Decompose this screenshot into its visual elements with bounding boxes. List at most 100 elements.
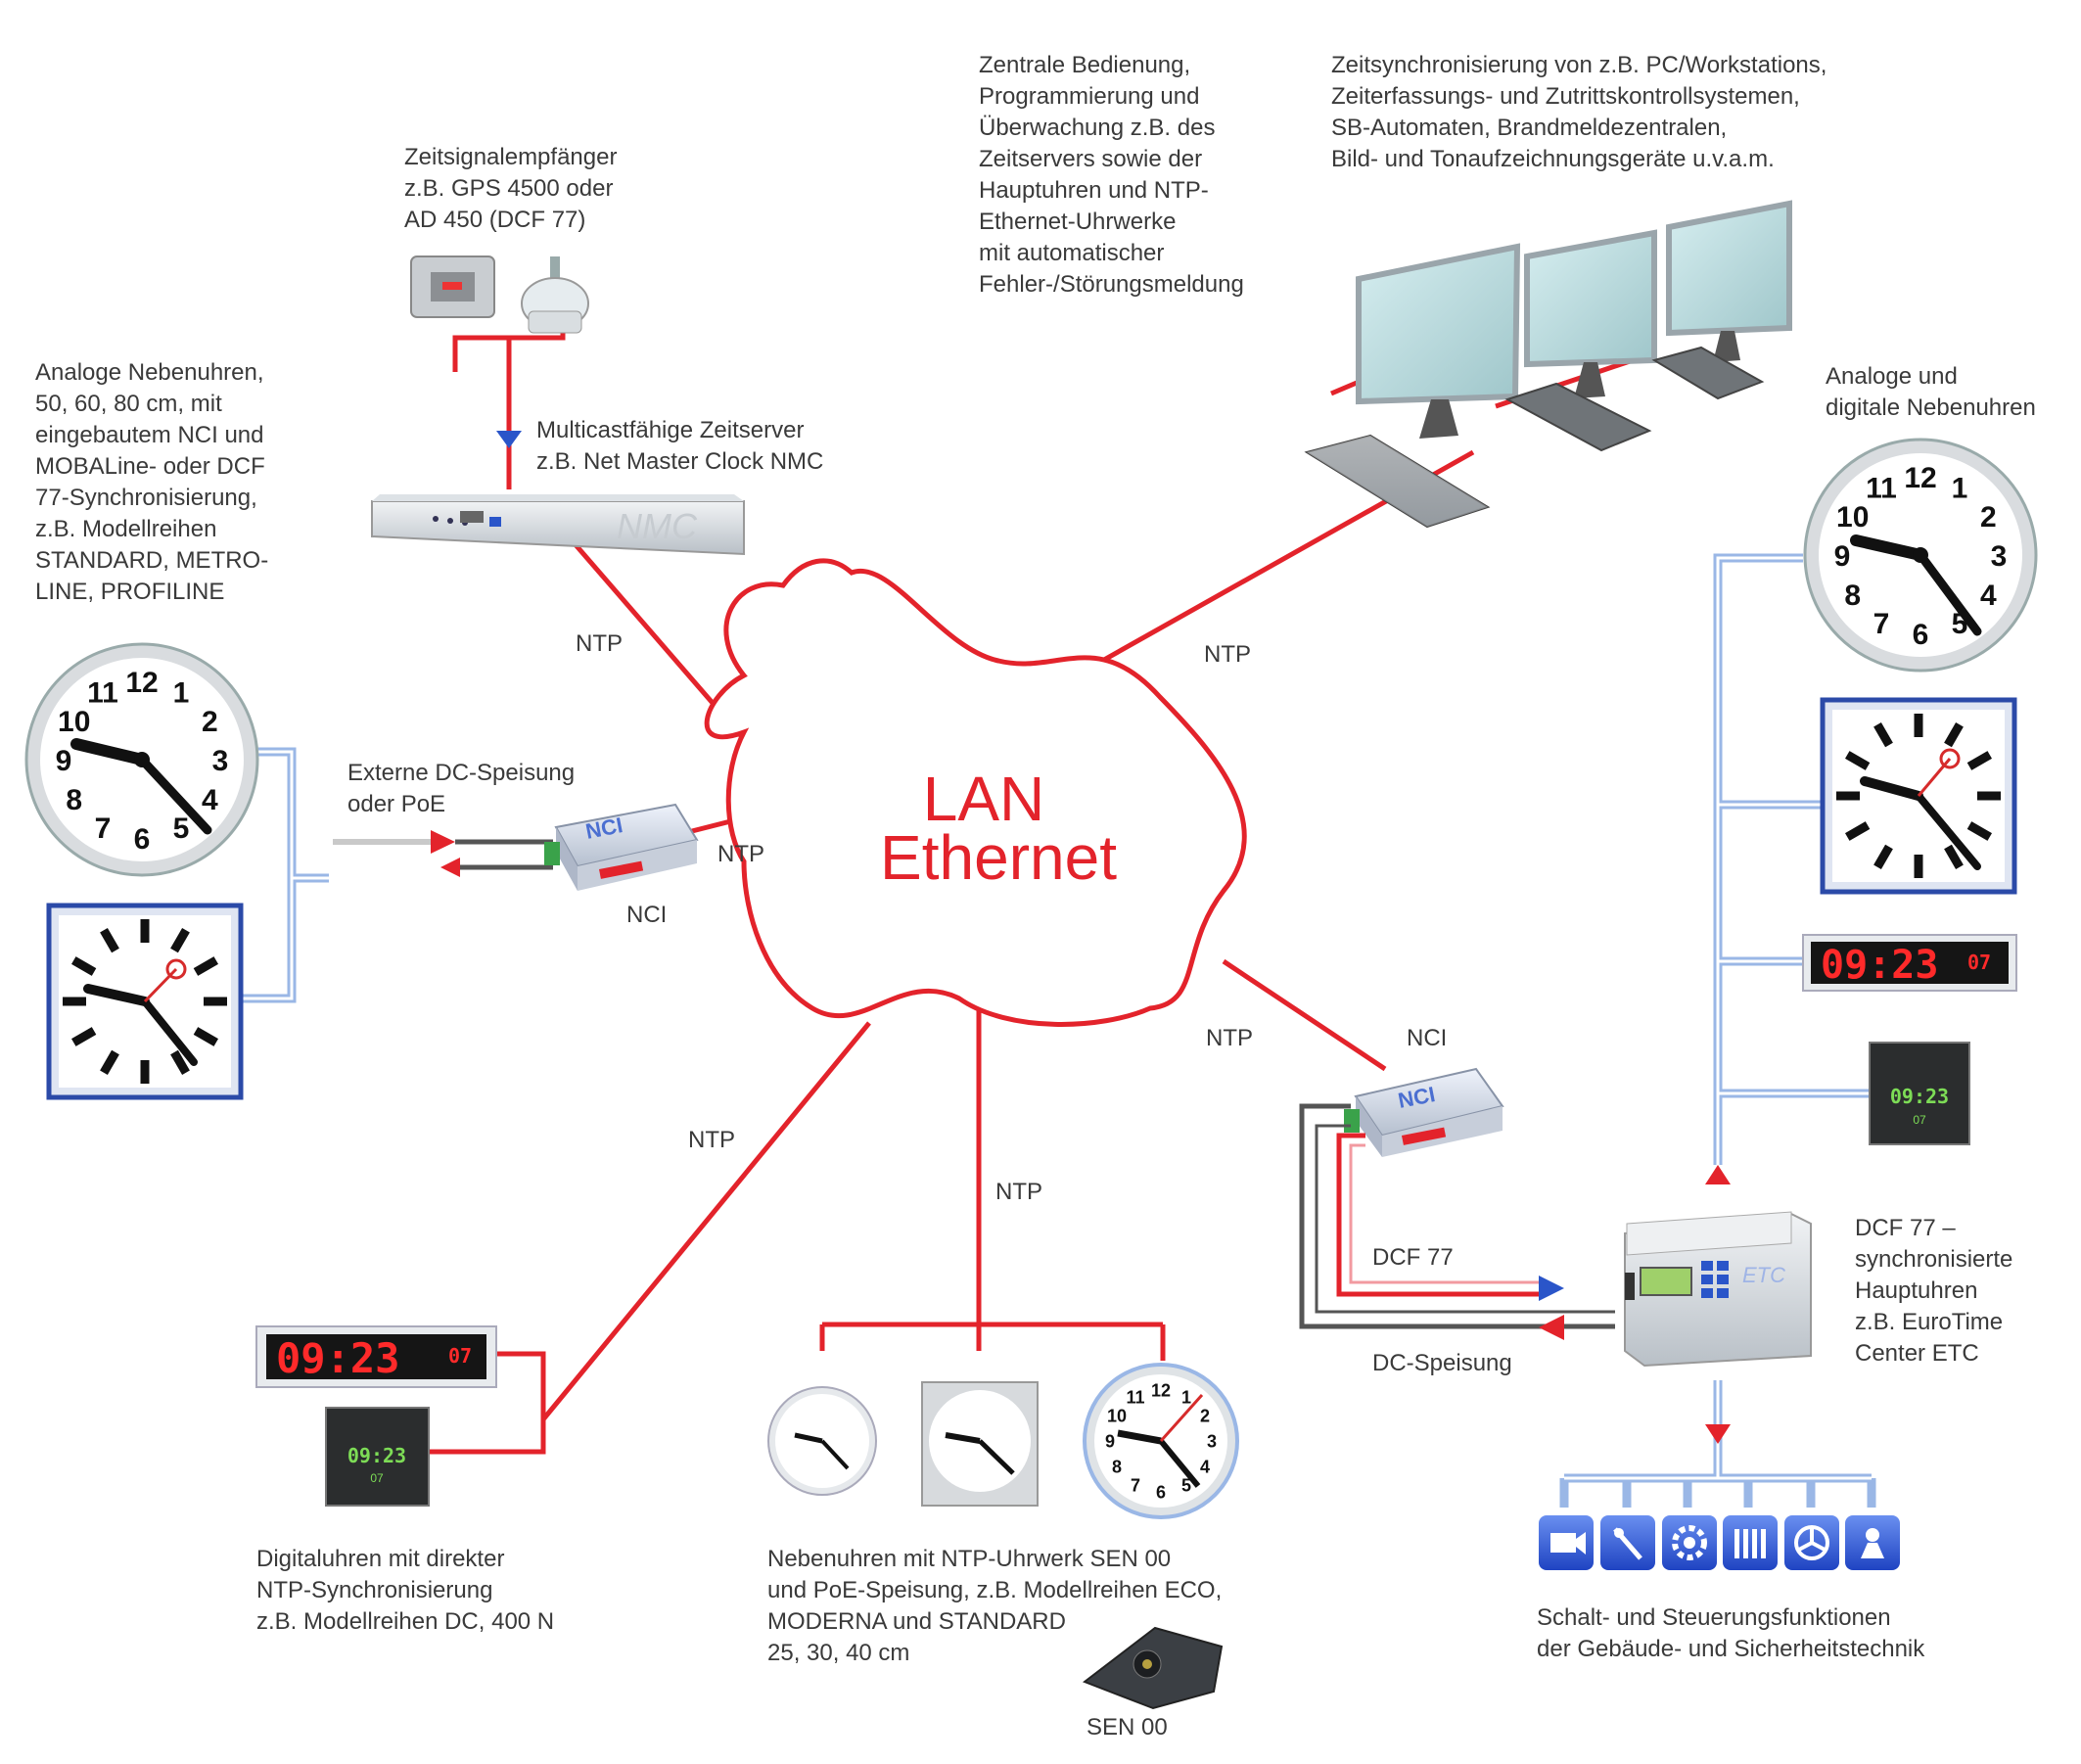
clock-tick — [170, 928, 190, 953]
svg-text:z.B. Modellreihen: z.B. Modellreihen — [35, 516, 216, 542]
svg-text:oder PoE: oder PoE — [347, 791, 445, 817]
building-icons — [1539, 1515, 1900, 1570]
label-sen00: SEN 00 — [1087, 1714, 1168, 1741]
clock-numeral: 10 — [1836, 501, 1869, 534]
svg-text:Externe DC-Speisung: Externe DC-Speisung — [347, 760, 575, 786]
clock-tick — [1944, 844, 1964, 869]
clock-numeral: 3 — [1991, 540, 2008, 573]
svg-text:Hauptuhren und NTP-: Hauptuhren und NTP- — [979, 177, 1209, 204]
workstation-1 — [1304, 243, 1521, 529]
svg-text:Analoge Nebenuhren,: Analoge Nebenuhren, — [35, 359, 264, 386]
clock-numeral: 12 — [1151, 1380, 1171, 1400]
clock-numeral: 6 — [1156, 1482, 1166, 1502]
clock-numeral: 5 — [1181, 1476, 1191, 1496]
clock-numeral: 1 — [1181, 1387, 1191, 1407]
line-digital-split — [429, 1351, 546, 1455]
line-digital — [541, 1021, 871, 1421]
clock-numeral: 4 — [202, 784, 218, 816]
svg-text:MODERNA und STANDARD: MODERNA und STANDARD — [767, 1608, 1066, 1635]
cloud-label-ethernet: Ethernet — [880, 822, 1117, 893]
camera-icon — [1539, 1515, 1594, 1570]
clock-tick — [193, 1027, 218, 1046]
label-nci-right: NCI — [1407, 1025, 1447, 1051]
clock-tick — [71, 1027, 97, 1046]
clock-numeral: 12 — [1904, 462, 1936, 494]
svg-text:Zentrale Bedienung,: Zentrale Bedienung, — [979, 52, 1190, 78]
svg-text:synchronisierte: synchronisierte — [1855, 1246, 2012, 1273]
clock-numeral: 7 — [1873, 608, 1890, 640]
heater-icon — [1723, 1515, 1778, 1570]
svg-text:Programmierung und: Programmierung und — [979, 83, 1199, 110]
ntp-clock-small — [767, 1386, 877, 1496]
clock-numeral: 6 — [134, 823, 151, 856]
label-central-control: Zentrale Bedienung, Programmierung und Ü… — [979, 52, 1244, 298]
clock-numeral: 2 — [1200, 1406, 1210, 1425]
workstation-2 — [1504, 229, 1657, 452]
square-time-left: 09:23 — [347, 1444, 406, 1467]
gear-icon — [1662, 1515, 1717, 1570]
svg-text:NTP-Synchronisierung: NTP-Synchronisierung — [256, 1577, 492, 1603]
clock-tick — [170, 1049, 190, 1075]
svg-text:MOBALine- oder DCF: MOBALine- oder DCF — [35, 453, 265, 480]
label-ntp-clocks: Nebenuhren mit NTP-Uhrwerk SEN 00 und Po… — [767, 1546, 1222, 1666]
clock-numeral: 11 — [1126, 1387, 1144, 1407]
label-external-power: Externe DC-Speisung oder PoE — [347, 760, 575, 817]
clock-numeral: 6 — [1913, 619, 1929, 651]
etc-logo-text: ETC — [1742, 1263, 1785, 1287]
svg-text:25, 30, 40 cm: 25, 30, 40 cm — [767, 1640, 909, 1666]
red-arrow-down — [1705, 1424, 1731, 1444]
clock-numeral: 3 — [1207, 1431, 1217, 1451]
square-digital-clock-left: 09:23 07 — [325, 1407, 430, 1507]
minute-hand — [137, 755, 212, 835]
svg-text:Hauptuhren: Hauptuhren — [1855, 1277, 1977, 1304]
nmc-timeserver: NMC — [371, 494, 745, 556]
ntp-clock-square — [921, 1381, 1039, 1507]
fan-icon — [1784, 1515, 1839, 1570]
clock-numeral: 8 — [1844, 580, 1861, 612]
red-arrow-right — [431, 830, 455, 854]
square-time-right: 09:23 — [1890, 1085, 1949, 1108]
label-receiver: Zeitsignalempfänger z.B. GPS 4500 oder A… — [404, 144, 617, 233]
clock-tick — [100, 1049, 119, 1075]
ntp-label-bottom: NTP — [995, 1179, 1042, 1205]
label-time-sync: Zeitsynchronisierung von z.B. PC/Worksta… — [1331, 52, 1827, 172]
svg-text:digitale Nebenuhren: digitale Nebenuhren — [1826, 395, 2036, 421]
red-arrow-left-power — [1539, 1315, 1564, 1340]
hour-hand — [70, 738, 148, 766]
blue-arrow-right — [1539, 1276, 1564, 1301]
led-time-right: 09:23 — [1821, 943, 1938, 988]
clock-numeral: 12 — [125, 667, 158, 699]
square-wall-clock-left — [46, 903, 244, 1100]
ntp-label-pcs: NTP — [1204, 641, 1251, 668]
nci-device-left: NCI — [544, 803, 699, 891]
svg-text:SB-Automaten, Brandmeldezentra: SB-Automaten, Brandmeldezentralen, — [1331, 115, 1727, 141]
led-seconds-left: 07 — [448, 1344, 472, 1368]
line-bottom-split — [819, 1322, 1166, 1361]
svg-text:und PoE-Speisung, z.B. Modellr: und PoE-Speisung, z.B. Modellreihen ECO, — [767, 1577, 1222, 1603]
svg-text:Zeitsignalempfänger: Zeitsignalempfänger — [404, 144, 617, 170]
clock-ticks — [63, 919, 227, 1084]
svg-text:z.B. Modellreihen DC, 400 N: z.B. Modellreihen DC, 400 N — [256, 1608, 554, 1635]
clock-numeral: 2 — [202, 706, 218, 738]
label-master-clocks: DCF 77 – synchronisierte Hauptuhren z.B.… — [1855, 1215, 2012, 1367]
clock-numeral: 1 — [1952, 473, 1968, 505]
ntp-label-digital: NTP — [688, 1127, 735, 1153]
clock-tick — [193, 956, 218, 976]
svg-text:der Gebäude- und Sicherheitste: der Gebäude- und Sicherheitstechnik — [1537, 1636, 1925, 1662]
led-display-left: 09:23 07 — [255, 1325, 497, 1388]
clock-tick — [1873, 844, 1893, 869]
sen00-module — [1082, 1626, 1224, 1710]
svg-text:z.B. GPS 4500 oder: z.B. GPS 4500 oder — [404, 175, 613, 202]
clock-tick — [100, 928, 119, 953]
light-icon — [1845, 1515, 1900, 1570]
label-analog-left: Analoge Nebenuhren, 50, 60, 80 cm, mit e… — [35, 359, 268, 605]
led-seconds-right: 07 — [1967, 951, 1991, 974]
clock-numeral: 7 — [95, 812, 112, 845]
svg-text:Analoge und: Analoge und — [1826, 363, 1958, 390]
clock-numeral: 2 — [1980, 501, 1997, 534]
etc-master-clock: ETC — [1624, 1211, 1812, 1368]
svg-text:DCF 77 –: DCF 77 – — [1855, 1215, 1956, 1241]
